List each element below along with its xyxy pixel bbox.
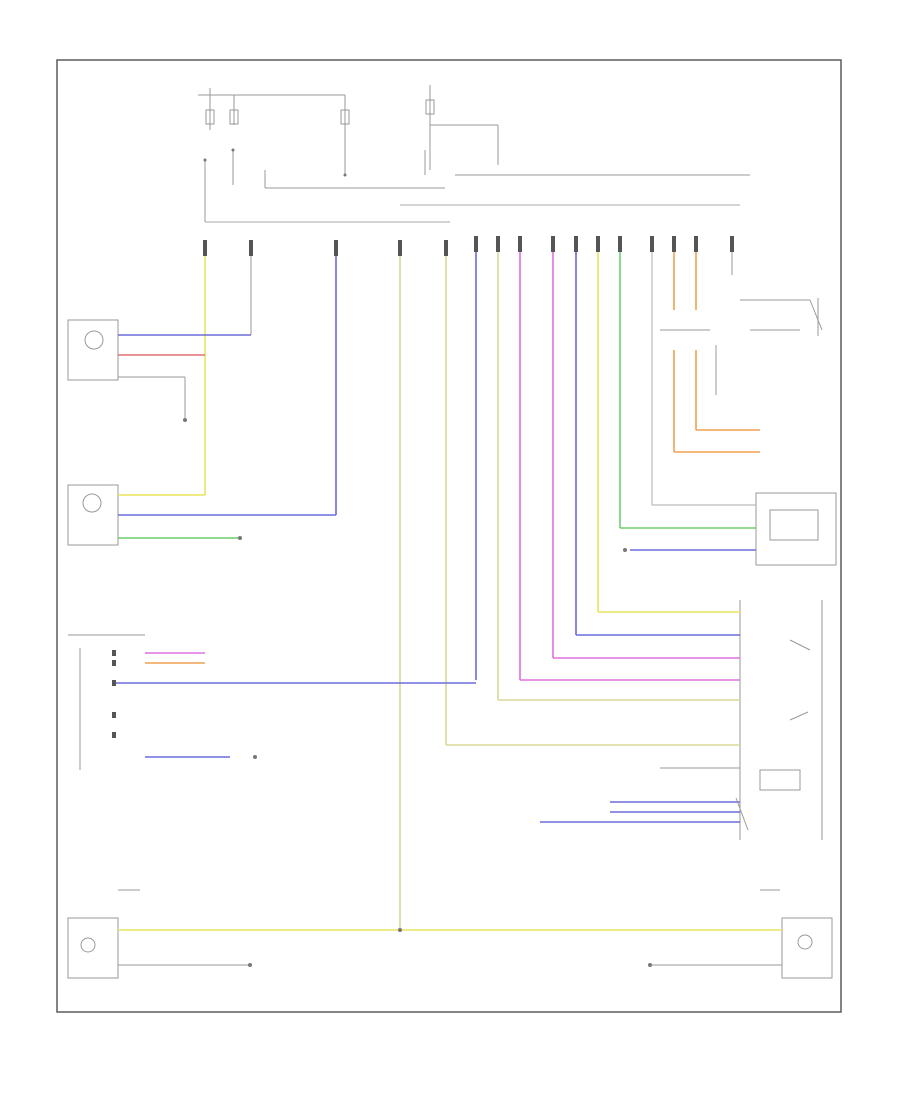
headlight-switch [739, 600, 823, 840]
left-front-parking-light [67, 889, 140, 979]
hi-beam-indicator-symbol [623, 548, 627, 552]
headlight-switch-top-contacts [203, 125, 750, 222]
ground-right-headlight-symbol [238, 536, 242, 540]
hot-at-all-times-fuse-block [198, 88, 350, 130]
instrument-cluster [68, 634, 145, 770]
ground-left-parking-symbol [248, 963, 252, 967]
diagram-frame [56, 59, 842, 1013]
parking-splice [398, 928, 402, 932]
ground-right-parking-symbol [648, 963, 652, 967]
multifunction-switch [540, 797, 749, 831]
dimmer-relay [660, 298, 823, 395]
hot-in-run-fuse-block [425, 85, 499, 170]
ground-g201-symbol [253, 755, 257, 759]
daytime-running-light-relay [755, 492, 837, 566]
right-headlight [67, 484, 119, 546]
ground-g101-symbol [183, 418, 187, 422]
right-front-parking-light [760, 889, 833, 979]
left-headlight [67, 319, 119, 381]
switch-connector-row [203, 236, 734, 256]
